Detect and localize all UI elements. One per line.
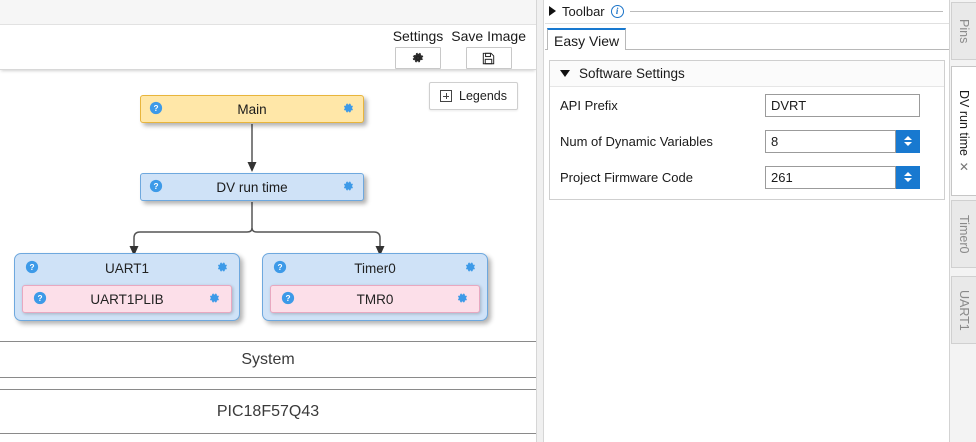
plus-box-icon: [440, 90, 453, 102]
gear-icon[interactable]: [341, 179, 355, 196]
chevron-down-icon[interactable]: [903, 178, 912, 182]
side-tab-dv-run-time-label: DV run time: [957, 89, 971, 156]
save-image-tool[interactable]: Save Image: [451, 28, 526, 69]
tabstrip-baseline: [545, 49, 949, 50]
software-settings-title: Software Settings: [579, 66, 685, 81]
graph-bar-device[interactable]: PIC18F57Q43: [0, 389, 536, 434]
question-circle-icon[interactable]: ?: [25, 260, 39, 277]
legends-label: Legends: [459, 89, 507, 103]
floppy-disk-icon: [482, 52, 495, 64]
side-tab-timer0-label: Timer0: [957, 214, 971, 254]
field-project-firmware-code: Project Firmware Code: [550, 159, 944, 195]
triangle-down-icon[interactable]: [560, 70, 570, 77]
question-circle-icon[interactable]: ?: [149, 179, 163, 196]
settings-tool[interactable]: Settings: [392, 28, 444, 69]
legends-button[interactable]: Legends: [429, 82, 518, 110]
save-image-label: Save Image: [451, 28, 526, 44]
svg-text:?: ?: [153, 181, 158, 191]
graph-bar-device-label: PIC18F57Q43: [216, 402, 320, 420]
info-circle-icon[interactable]: i: [610, 4, 624, 18]
graph-toolbar: Settings Save Image: [0, 25, 536, 70]
panel-splitter[interactable]: [536, 0, 544, 442]
svg-text:?: ?: [285, 293, 290, 303]
graph-node-timer0-title: Timer0: [354, 260, 396, 276]
graph-node-tmr0[interactable]: ? TMR0: [270, 285, 480, 313]
graph-node-timer0[interactable]: ? Timer0: [263, 254, 487, 282]
svg-text:?: ?: [277, 262, 282, 272]
chevron-up-icon[interactable]: [903, 172, 912, 176]
graph-node-uart1plib[interactable]: ? UART1PLIB: [22, 285, 232, 313]
side-tab-pins[interactable]: Pins: [951, 2, 976, 60]
triangle-right-icon[interactable]: [549, 6, 556, 16]
tab-easy-view-label: Easy View: [554, 32, 620, 49]
graph-top-strip: [0, 0, 536, 25]
field-api-prefix: API Prefix: [550, 87, 944, 123]
graph-node-tmr0-title: TMR0: [356, 291, 394, 307]
gear-icon[interactable]: [463, 260, 477, 277]
question-circle-icon[interactable]: ?: [273, 260, 287, 277]
side-tab-uart1[interactable]: UART1: [951, 276, 976, 344]
svg-text:?: ?: [29, 262, 34, 272]
gear-icon: [412, 52, 424, 63]
close-icon[interactable]: ✕: [958, 159, 970, 174]
graph-node-uart1plib-title: UART1PLIB: [90, 291, 164, 307]
num-dynamic-variables-stepper[interactable]: [896, 129, 920, 153]
project-graph-panel: Settings Save Image: [0, 0, 536, 434]
graph-node-dv-run-time-title: DV run time: [216, 179, 288, 195]
side-tab-rail: Pins DV run time ✕ Timer0 UART1: [949, 0, 976, 442]
question-circle-icon[interactable]: ?: [149, 101, 163, 118]
view-tabstrip: Easy View: [545, 28, 949, 50]
api-prefix-input[interactable]: [765, 93, 920, 117]
toolbar-section-header[interactable]: Toolbar i: [545, 0, 949, 22]
side-tab-uart1-label: UART1: [957, 289, 971, 331]
side-tab-pins-label: Pins: [957, 18, 971, 44]
graph-node-uart1-title: UART1: [104, 260, 149, 276]
settings-label: Settings: [392, 28, 444, 44]
gear-icon[interactable]: [455, 291, 469, 308]
toolbar-rule: [629, 10, 943, 12]
side-tab-timer0[interactable]: Timer0: [951, 200, 976, 268]
question-circle-icon[interactable]: ?: [33, 291, 47, 308]
chevron-down-icon[interactable]: [903, 142, 912, 146]
toolbar-section-label: Toolbar: [562, 3, 605, 19]
graph-node-uart1[interactable]: ? UART1: [15, 254, 239, 282]
graph-group-uart1[interactable]: ? UART1 ? UART1PLIB: [14, 253, 240, 321]
num-dynamic-variables-input[interactable]: [765, 129, 896, 153]
chevron-up-icon[interactable]: [903, 136, 912, 140]
field-project-firmware-code-label: Project Firmware Code: [560, 169, 693, 185]
field-num-dynamic-variables: Num of Dynamic Variables: [550, 123, 944, 159]
question-circle-icon[interactable]: ?: [281, 291, 295, 308]
project-firmware-code-stepper[interactable]: [896, 165, 920, 189]
field-num-dynamic-variables-label: Num of Dynamic Variables: [560, 133, 713, 149]
software-settings-header[interactable]: Software Settings: [550, 61, 944, 87]
project-firmware-code-input[interactable]: [765, 165, 896, 189]
svg-text:?: ?: [37, 293, 42, 303]
field-api-prefix-label: API Prefix: [560, 97, 618, 113]
gear-icon[interactable]: [215, 260, 229, 277]
graph-bar-system-label: System: [241, 350, 295, 368]
graph-bar-system[interactable]: System: [0, 341, 536, 378]
svg-text:?: ?: [153, 103, 158, 113]
save-image-button[interactable]: [465, 47, 512, 69]
panel-divider: [545, 23, 949, 24]
tab-easy-view[interactable]: Easy View: [547, 28, 627, 50]
gear-icon[interactable]: [341, 101, 355, 118]
graph-node-dv-run-time[interactable]: ? DV run time: [140, 173, 364, 201]
settings-panel: Toolbar i Easy View Software Settings AP…: [545, 0, 949, 442]
side-tab-dv-run-time[interactable]: DV run time ✕: [951, 66, 976, 196]
graph-node-main-title: Main: [237, 101, 267, 117]
gear-icon[interactable]: [207, 291, 221, 308]
graph-node-main[interactable]: ? Main: [140, 95, 364, 123]
software-settings-box: Software Settings API Prefix Num of Dyna…: [549, 60, 945, 200]
graph-group-timer0[interactable]: ? Timer0 ? TMR0: [262, 253, 488, 321]
settings-button[interactable]: [394, 47, 441, 69]
